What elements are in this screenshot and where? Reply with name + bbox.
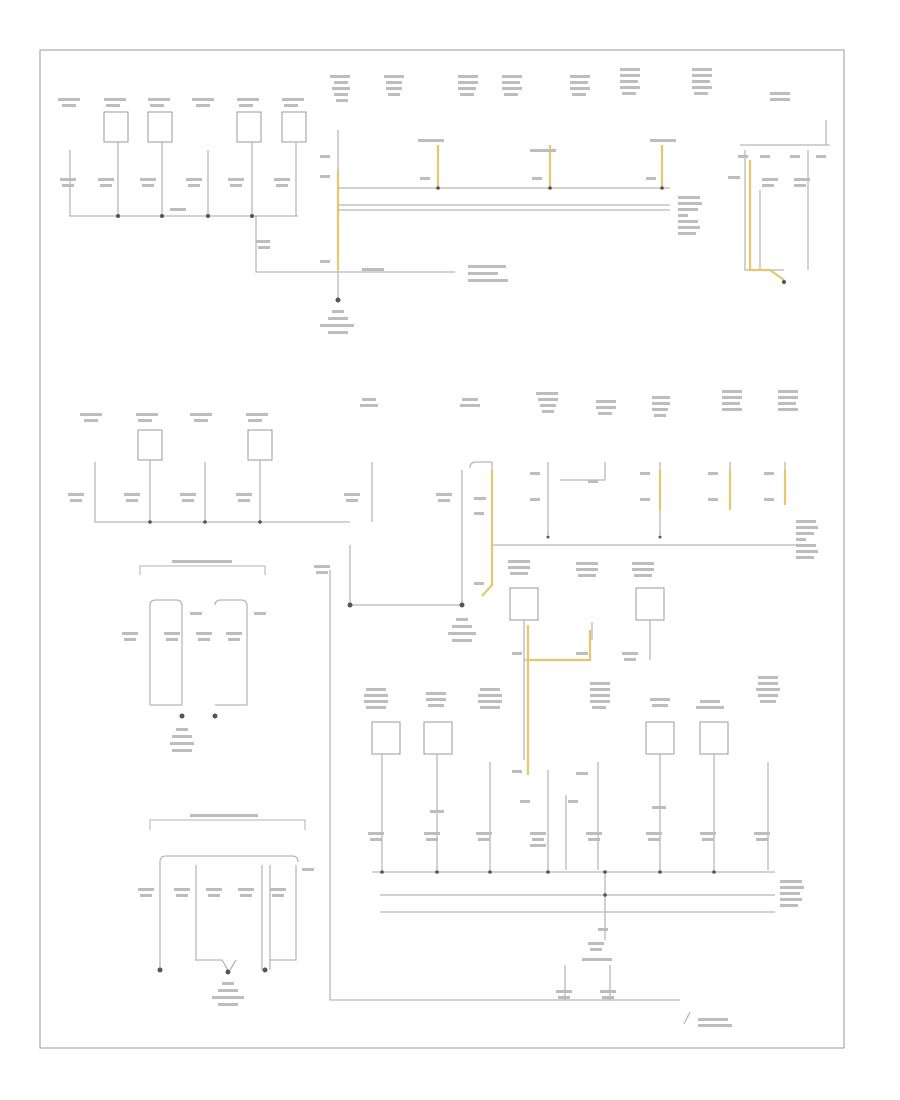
ground-point [347, 602, 353, 608]
splice-point [548, 186, 552, 190]
wire-label [122, 612, 266, 641]
splice-point [658, 535, 662, 539]
ground-label [212, 982, 244, 1006]
splice-point [660, 186, 664, 190]
wire [740, 120, 830, 146]
middle-left-injector-grounds [68, 413, 350, 524]
connector-bracket [139, 565, 266, 575]
wire-label [138, 868, 314, 897]
ground-point [782, 280, 786, 284]
engine-control-module-grounds-lower [138, 814, 314, 1006]
ground-point [262, 967, 268, 973]
splice-point [160, 214, 164, 218]
ground-label [448, 618, 476, 642]
splice-point [435, 870, 439, 874]
center-ground-distribution [314, 390, 818, 1027]
ground-label [170, 728, 194, 752]
highlighted-wire [526, 625, 592, 775]
component-box [103, 111, 129, 143]
component-box [509, 587, 539, 621]
top-center-bus [320, 68, 790, 334]
connector-label [190, 814, 258, 817]
component-label [360, 390, 798, 709]
diagram-border [39, 49, 845, 1049]
component-box [699, 721, 729, 755]
engine-control-module-grounds-upper [122, 560, 266, 752]
splice-point [203, 520, 207, 524]
connector-label [172, 560, 232, 563]
ground-arrow [683, 1011, 691, 1025]
splice-point [658, 870, 662, 874]
highlighted-wire [436, 145, 664, 188]
note-label [320, 196, 702, 334]
splice-point [380, 870, 384, 874]
wire-label [314, 472, 818, 1027]
ground-point [335, 297, 341, 303]
top-right-component [728, 120, 830, 284]
component-box [423, 721, 453, 755]
wire [338, 187, 670, 211]
splice-point [546, 870, 550, 874]
component-label [330, 68, 790, 102]
splice-point [546, 535, 550, 539]
ground-point [157, 967, 163, 973]
ground-point [225, 969, 231, 975]
component-box [371, 721, 401, 755]
component-box [645, 721, 675, 755]
component-label [58, 98, 304, 107]
component-box [281, 111, 307, 143]
wire [159, 862, 297, 971]
ground-point [459, 602, 465, 608]
wire [159, 855, 299, 863]
splice-point [258, 520, 262, 524]
splice-point [206, 214, 210, 218]
wire [329, 470, 610, 1001]
connector-bracket [149, 819, 306, 830]
ground-point [179, 713, 185, 719]
wire-label [68, 493, 252, 502]
splice-point [712, 870, 716, 874]
splice-point [436, 186, 440, 190]
component-box [247, 429, 273, 461]
wire [523, 620, 651, 760]
top-ground-distribution [58, 68, 830, 334]
splice-point [250, 214, 254, 218]
component-box [236, 111, 262, 143]
wire [69, 142, 298, 217]
component-box [137, 429, 163, 461]
ground-point [212, 713, 218, 719]
wire [372, 871, 775, 913]
component-box [635, 587, 665, 621]
splice-point [488, 870, 492, 874]
connector-label [320, 139, 676, 263]
wire [371, 461, 492, 522]
component-box [147, 111, 173, 143]
top-left-components [58, 98, 338, 273]
splice-point [116, 214, 120, 218]
wire [255, 216, 338, 273]
wire [564, 872, 680, 1001]
wire-label [728, 155, 826, 187]
splice-point [603, 893, 607, 897]
wire [744, 150, 809, 271]
wire [94, 460, 350, 523]
component-label [80, 413, 268, 422]
splice-point [148, 520, 152, 524]
highlighted-wire [481, 470, 787, 597]
wire-label [60, 178, 290, 249]
splice-point [603, 870, 607, 874]
highlighted-wire [748, 160, 785, 281]
wire [149, 599, 248, 706]
